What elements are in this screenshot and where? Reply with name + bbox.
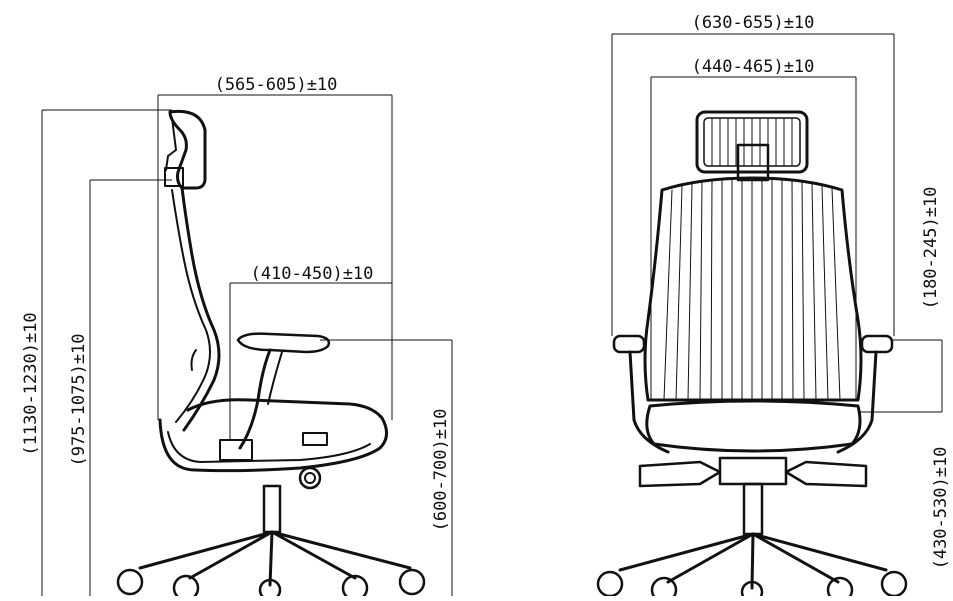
overall-height-label: (1130-1230)±10 [21,312,41,455]
side-view-chair [116,109,426,601]
overall-width-label: (630-655)±10 [692,13,815,33]
overall-depth-label: (565-605)±10 [215,75,338,95]
backrest-mesh [663,178,841,401]
seat-height-label: (430-530)±10 [931,447,951,570]
side-view-dimensions [41,94,453,596]
armrest-to-seat-label: (180-245)±10 [921,187,941,310]
dimension-labels: (565-605)±10 (410-450)±10 (1130-1230)±10… [21,13,951,569]
front-view-chair [596,110,908,601]
seat-width-label: (440-465)±10 [692,57,815,77]
backrest-height-label: (975-1075)±10 [69,333,89,466]
armrest-height-label: (600-700)±10 [431,409,451,532]
front-view-dimensions [611,33,943,413]
seat-depth-label: (410-450)±10 [251,264,374,284]
headrest-mesh [711,117,793,167]
